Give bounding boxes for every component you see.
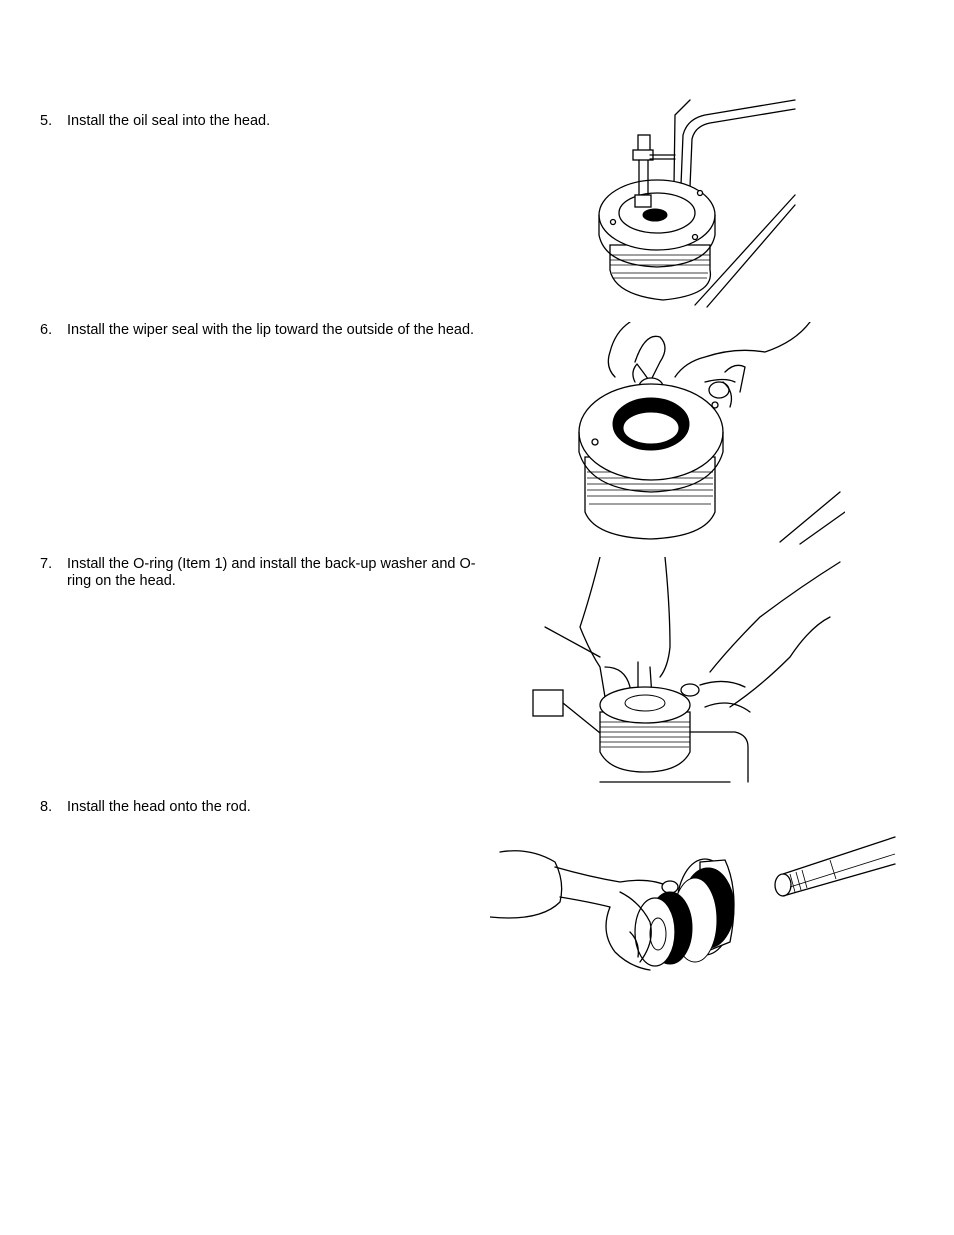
step-text: Install the O-ring (Item 1) and install … xyxy=(67,556,476,589)
step-text: Install the wiper seal with the lip towa… xyxy=(67,322,475,338)
step-number: 5. xyxy=(40,113,53,129)
step-number: 6. xyxy=(40,322,53,338)
wiper-seal-installation-illustration xyxy=(578,322,845,545)
item-callout-box xyxy=(532,689,564,717)
oil-seal-installation-illustration xyxy=(598,99,796,308)
head-onto-rod-illustration xyxy=(490,836,896,971)
step-text: Install the oil seal into the head. xyxy=(67,113,271,129)
step-number: 7. xyxy=(40,556,53,572)
step-text: Install the head onto the rod. xyxy=(67,799,251,815)
step-number: 8. xyxy=(40,799,53,815)
o-ring-installation-illustration xyxy=(532,557,841,783)
